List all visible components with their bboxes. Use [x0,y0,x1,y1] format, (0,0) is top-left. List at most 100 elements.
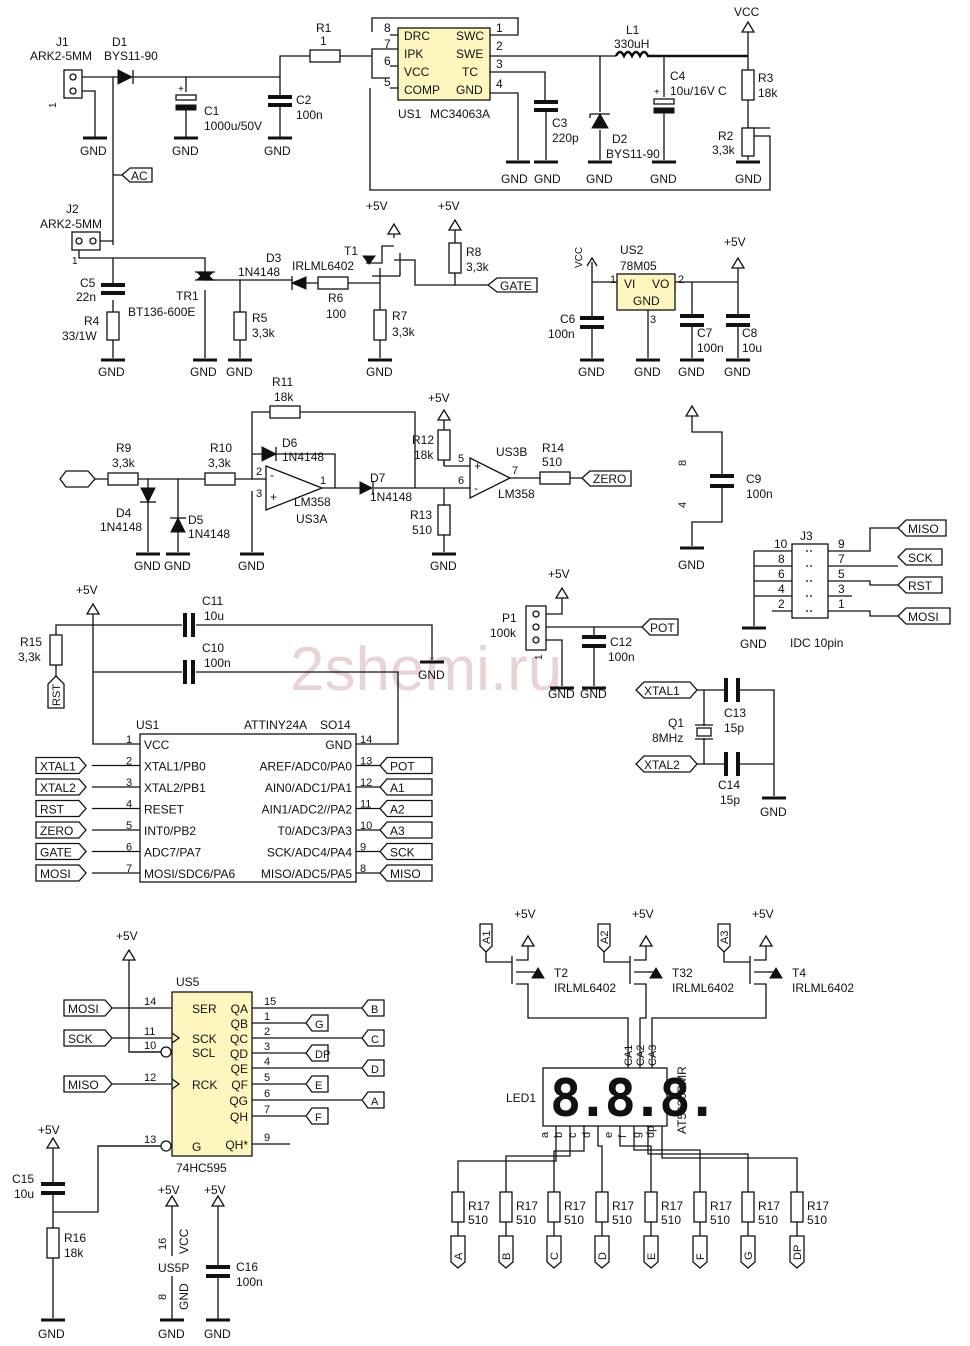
p5v-label: +5V [38,1123,60,1137]
segment-net-flag-text: C [549,1252,561,1260]
svg-text:8: 8 [677,460,689,466]
us5-pin-number: 13 [144,1134,156,1146]
j1-connector [63,69,83,99]
mcu-net-flag [35,842,87,861]
segment-label: g [631,1132,643,1138]
r5-value: 3,3k [252,326,276,340]
t1-mosfet [362,255,376,265]
r10-ref: R10 [210,441,232,455]
anode-label: CA3 [647,1045,659,1066]
c8-ref: C8 [742,326,758,340]
mcu-net-flag-text: GATE [40,846,72,860]
c7-value: 100n [697,341,724,355]
mcu-package: SO14 [320,718,351,732]
us5-net-flag [63,999,113,1017]
l1-inductor [614,50,748,59]
r10-value: 3,3k [208,456,232,470]
q1-value: 8MHz [652,731,683,745]
svg-text:GND: GND [724,365,751,379]
r2-resistor [741,127,755,157]
d1-ref: D1 [112,35,128,49]
svg-text:VCC: VCC [404,65,430,79]
mosi-net-flag [897,607,951,625]
gnd-label: GND [190,365,217,379]
us1-mc34063-chip [397,27,491,101]
us3a-ref: US3A [296,512,327,526]
mcu-pin-name: GND [325,738,352,752]
r5-ref: R5 [252,311,268,325]
us5-net-flag-text: D [371,1064,379,1076]
us5-pin-number: 6 [264,1088,270,1100]
mcu-left-pins: VCC1XTAL1/PB02XTAL1XTAL2/PB13XTAL2RESET4… [35,734,235,882]
mcu-net-flag [379,821,433,839]
segment-wire [661,1126,798,1236]
us5-pin-name: SER [192,1002,217,1016]
d1-diode [117,69,134,85]
p5v-label: +5V [366,199,388,213]
r1-value: 1 [320,34,327,48]
r16-resistor [46,1227,60,1259]
p5v-label: +5V [548,567,570,581]
mcu-pin-name: SCK/ADC4/PA4 [267,846,352,860]
l1-ref: L1 [626,23,640,37]
svg-text:-: - [270,468,274,482]
svg-text:3: 3 [650,314,656,326]
c14-value: 15p [720,793,740,807]
zero-net-flag [581,470,632,487]
c5-value: 22n [76,290,96,304]
led1-segment-wiring: aR17510AbR17510BcR17510CdR17510DeR17510E… [450,1126,829,1269]
d7-ref: D7 [370,471,386,485]
resistor-ref: R17 [807,1199,829,1213]
segment-net-flag [546,1235,562,1269]
d5-value: 1N4148 [188,527,230,541]
us5-net-flag-text: DP [315,1049,330,1061]
segment-resistor [741,1191,755,1223]
us5-net-flag-text: A [371,1096,379,1108]
segment-net-flag [498,1235,514,1269]
display-section: A1+5VT2IRLML6402A2+5VT32IRLML6402A3+5VT4… [450,907,854,1269]
power-supply-section: J1 ARK2-5MM 1 GND D1 BYS11-90 + GND C1 1… [30,5,778,191]
mosfet-body-diode [531,967,545,979]
mcu-pin-name: INT0/PB2 [144,824,196,838]
anode-label: CA2 [635,1045,647,1066]
svg-text:GND: GND [38,1327,65,1341]
mcu-pin-number: 1 [126,734,132,746]
mcu-net-flag-text: XTAL2 [40,781,76,795]
svg-text:SWC: SWC [456,29,484,43]
svg-text:GND: GND [580,687,607,701]
r14-resistor [539,471,571,485]
us5-pin-number: 2 [264,1026,270,1038]
us5-net-flag [305,1075,329,1093]
us5-pin-name: QD [230,1047,248,1061]
mcu-net-flag [35,778,87,796]
resistor-ref: R17 [710,1199,732,1213]
us5-net-flag-text: MOSI [68,1002,99,1016]
r3-ref: R3 [758,71,774,85]
r14-value: 510 [542,455,562,469]
digit-select-flag-text: A2 [599,931,611,944]
svg-text:GND: GND [634,365,661,379]
c6-value: 100n [548,327,575,341]
segment-label: e [603,1132,615,1138]
mcu-net-flag-text: MISO [390,867,421,881]
q1-ref: Q1 [668,716,684,730]
segment-net-flag-text: D [597,1252,609,1260]
mcu-net-flag-text: A3 [390,824,405,838]
us5-pin-name: RCK [192,1078,217,1092]
c1-ref: C1 [204,104,220,118]
mcu-net-flag-text: MOSI [40,867,71,881]
c4-capacitor [653,98,675,105]
d2-value: BYS11-90 [606,147,660,161]
svg-text:2: 2 [256,466,262,478]
c5-ref: C5 [80,276,96,290]
resistor-ref: R17 [758,1199,780,1213]
svg-text:1: 1 [72,256,78,267]
c12-ref: C12 [610,635,632,649]
svg-text:10: 10 [774,537,788,551]
mosfet-body-diode [649,967,663,979]
us5-net-flag-text: B [371,1004,378,1016]
d5-diode [170,516,186,533]
us5-net-flag-text: MISO [68,1078,99,1092]
clock-marker [171,1078,181,1090]
